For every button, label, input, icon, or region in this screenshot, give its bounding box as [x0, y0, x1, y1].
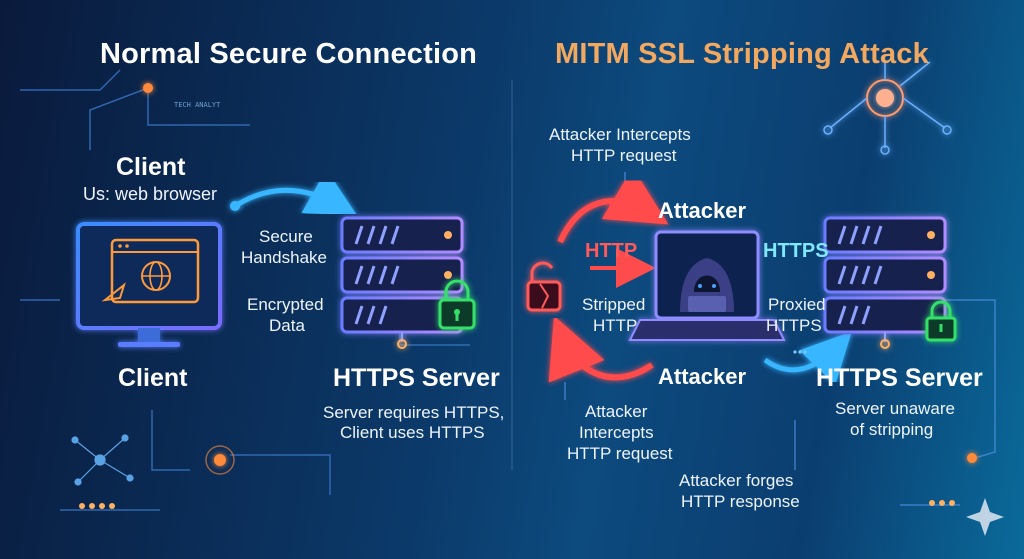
https-server-title-left: HTTPS Server [333, 364, 500, 392]
server-sub-right-2: of stripping [850, 420, 934, 439]
secure-handshake-arrow [233, 169, 358, 216]
forge-line-2: HTTP response [681, 492, 800, 511]
proxied-line-2: HTTPS [766, 316, 822, 335]
encrypted-line-2: Data [269, 316, 305, 335]
green-lock-icon [438, 279, 476, 330]
https-server-right-icon [823, 216, 947, 349]
target-node-icon [823, 60, 952, 155]
sparkle-icon [966, 498, 1004, 536]
intercept-bottom-line-1: Attacker [585, 402, 648, 421]
proxied-https-arrow [763, 331, 852, 385]
forge-line-1: Attacker forges [679, 471, 794, 490]
handshake-line-1: Secure [259, 227, 313, 246]
attacker-laptop-icon [628, 230, 786, 341]
https-server-title-right: HTTPS Server [816, 364, 983, 392]
tech-analyt-text: TECH ANALYT [174, 101, 221, 109]
client-title: Client [116, 153, 186, 181]
green-lock-right-icon [925, 300, 957, 342]
server-sub-left-1: Server requires HTTPS, [323, 403, 505, 422]
stripped-line-1: Stripped [582, 295, 646, 314]
intercept-bottom-line-3: HTTP request [567, 444, 673, 463]
node-dot [214, 454, 226, 466]
circuit-lines-left [20, 69, 470, 511]
broken-red-lock-icon [526, 261, 562, 312]
https-label: HTTPS [763, 240, 829, 262]
http-label: HTTP [585, 240, 638, 262]
right-panel-title: MITM SSL Stripping Attack [555, 38, 929, 70]
stripped-line-2: HTTP [593, 316, 638, 335]
intercept-bottom-line-2: Intercepts [579, 423, 654, 442]
client-label: Client [118, 364, 188, 392]
network-graph-icon [71, 434, 134, 486]
node-dot [143, 83, 153, 93]
client-monitor-icon [76, 222, 222, 347]
left-panel-title: Normal Secure Connection [100, 38, 478, 70]
intercept-top-line-2: HTTP request [571, 146, 677, 165]
attacker-bottom-label: Attacker [658, 364, 747, 389]
client-subtitle: Us: web browser [83, 184, 218, 204]
dotted-dash [793, 350, 807, 354]
https-server-icon [340, 216, 464, 349]
attacker-top-label: Attacker [658, 198, 747, 223]
encrypted-line-1: Encrypted [247, 295, 324, 314]
http-request-arrow-top [557, 167, 669, 244]
handshake-line-2: Handshake [241, 248, 328, 267]
node-dots-row [79, 503, 115, 509]
proxied-line-1: Proxied [768, 295, 826, 314]
intercept-top-line-1: Attacker Intercepts [549, 125, 691, 144]
server-sub-left-2: Client uses HTTPS [340, 423, 485, 442]
server-sub-right-1: Server unaware [835, 399, 956, 418]
http-response-arrow-bottom [548, 315, 654, 383]
node-dots-row-right [929, 500, 955, 506]
